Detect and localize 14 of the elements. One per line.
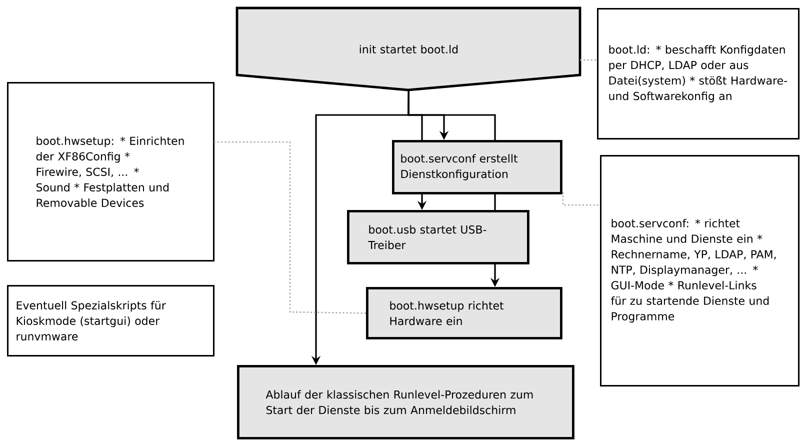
start-box: init startet boot.ld [236,6,582,92]
leader-line [213,141,366,314]
leader-line [580,59,597,61]
note-box: boot.hwsetup: * Einrichten der XF86Config * Firewire, SCSI, ... * Sound * Festplatten und Removable Devices [7,82,214,262]
process-box: boot.servconf erstellt Dienstkonfiguration [392,140,562,194]
process-box: boot.usb startet USB-Treiber [347,210,530,264]
note-box: boot.ld: * beschafft Konfigdaten per DHCP, LDAP oder aus Datei(system) * stößt Hardware- und Softwarekonfig an [597,8,800,140]
note-box: boot.servconf: * richtet Maschine und Dienste ein * Rechnername, YP, LDAP, PAM, NTP, Displaymanager, ... * GUI-Mode * Runlevel-Links für zu startende Dienste und Programme [600,155,800,386]
connector-line [494,192,496,210]
connector-line [408,90,496,140]
note-box: Eventuell Spezialskripts für Kioskmode (startgui) oder runvmware [7,285,214,356]
leader-line [562,192,600,206]
process-box: boot.hwsetup richtet Hardware ein [366,287,562,340]
process-box: Ablauf der klassischen Runlevel-Prozeduren zum Start der Dienste bis zum Anmeldebildschirm [237,365,574,440]
